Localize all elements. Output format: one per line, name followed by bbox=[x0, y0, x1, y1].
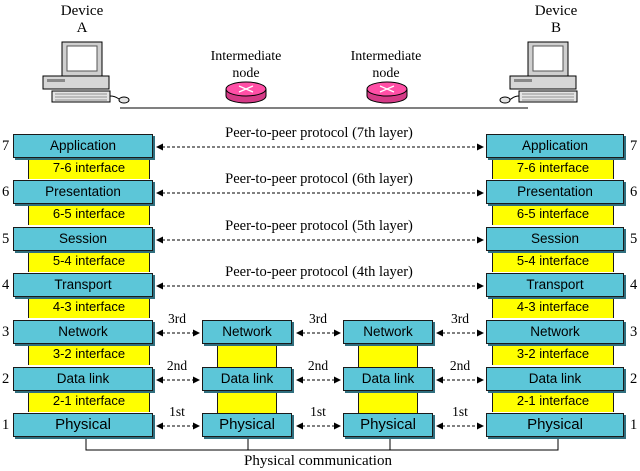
interface-6-5-left: 6-5 interface bbox=[28, 203, 150, 225]
layer-number-6-right: 6 bbox=[630, 184, 638, 200]
interface-7-6-left: 7-6 interface bbox=[28, 157, 150, 179]
layer-session-b: Session bbox=[486, 227, 624, 251]
layer-number-5-right: 5 bbox=[630, 231, 638, 247]
layer-network-a: Network bbox=[13, 320, 153, 344]
hop-label-1-c: 1st bbox=[452, 404, 468, 419]
node-1-network-layer: Network bbox=[202, 320, 292, 344]
layer-presentation-a: Presentation bbox=[13, 180, 153, 204]
layer-application-a: Application bbox=[13, 134, 153, 158]
hop-label-2-c: 2nd bbox=[449, 358, 471, 373]
layer-number-3-left: 3 bbox=[2, 324, 10, 340]
node-2-physical-layer: Physical bbox=[343, 413, 433, 437]
computer-a-icon bbox=[42, 41, 130, 104]
node-1-physical-layer: Physical bbox=[202, 413, 292, 437]
layer-number-4-right: 4 bbox=[630, 277, 638, 293]
node-2-datalink-layer: Data link bbox=[343, 367, 433, 391]
layer-physical-a: Physical bbox=[13, 413, 153, 437]
layer-number-6-left: 6 bbox=[2, 184, 10, 200]
layer-application-b: Application bbox=[486, 134, 624, 158]
interface-2-1-right: 2-1 interface bbox=[492, 390, 614, 412]
peer-protocol-4-label: Peer-to-peer protocol (4th layer) bbox=[225, 264, 413, 280]
interface-3-2-left: 3-2 interface bbox=[28, 343, 150, 365]
peer-protocol-6-label: Peer-to-peer protocol (6th layer) bbox=[225, 171, 413, 187]
interface-4-3-left: 4-3 interface bbox=[28, 296, 150, 318]
node-2-interface-3-2 bbox=[358, 343, 418, 367]
peer-protocol-5-label: Peer-to-peer protocol (5th layer) bbox=[225, 218, 413, 234]
layer-number-7-left: 7 bbox=[2, 138, 10, 154]
hop-label-3-a: 3rd bbox=[168, 311, 186, 326]
layer-session-a: Session bbox=[13, 227, 153, 251]
layer-transport-a: Transport bbox=[13, 273, 153, 297]
interface-3-2-right: 3-2 interface bbox=[492, 343, 614, 365]
layer-presentation-b: Presentation bbox=[486, 180, 624, 204]
interface-7-6-right: 7-6 interface bbox=[492, 157, 614, 179]
hop-label-2-a: 2nd bbox=[166, 358, 188, 373]
interface-5-4-left: 5-4 interface bbox=[28, 250, 150, 272]
hop-label-1-b: 1st bbox=[310, 404, 326, 419]
physical-communication-label: Physical communication bbox=[241, 454, 395, 469]
layer-number-2-right: 2 bbox=[630, 371, 638, 387]
node-1-interface-2-1 bbox=[217, 390, 277, 413]
interface-5-4-right: 5-4 interface bbox=[492, 250, 614, 272]
hop-label-3-c: 3rd bbox=[451, 311, 469, 326]
router-2-icon bbox=[366, 81, 408, 104]
layer-datalink-b: Data link bbox=[486, 367, 624, 391]
interface-2-1-left: 2-1 interface bbox=[28, 390, 150, 412]
router-1-icon bbox=[225, 81, 267, 104]
layer-number-5-left: 5 bbox=[2, 231, 10, 247]
layer-physical-b: Physical bbox=[486, 413, 624, 437]
layer-datalink-a: Data link bbox=[13, 367, 153, 391]
interface-6-5-right: 6-5 interface bbox=[492, 203, 614, 225]
layer-number-3-right: 3 bbox=[630, 324, 638, 340]
node-2-network-layer: Network bbox=[343, 320, 433, 344]
node-1-interface-3-2 bbox=[217, 343, 277, 367]
hop-label-1-a: 1st bbox=[169, 404, 185, 419]
peer-protocol-7-label: Peer-to-peer protocol (7th layer) bbox=[225, 125, 413, 141]
layer-network-b: Network bbox=[486, 320, 624, 344]
interface-4-3-right: 4-3 interface bbox=[492, 296, 614, 318]
layer-number-4-left: 4 bbox=[2, 277, 10, 293]
layer-transport-b: Transport bbox=[486, 273, 624, 297]
hop-label-3-b: 3rd bbox=[309, 311, 327, 326]
physical-link-line bbox=[85, 437, 559, 451]
layer-number-1-left: 1 bbox=[2, 417, 10, 433]
layer-number-7-right: 7 bbox=[630, 138, 638, 154]
node-2-interface-2-1 bbox=[358, 390, 418, 413]
node-1-datalink-layer: Data link bbox=[202, 367, 292, 391]
layer-number-2-left: 2 bbox=[2, 371, 10, 387]
layer-number-1-right: 1 bbox=[630, 417, 638, 433]
hop-label-2-b: 2nd bbox=[307, 358, 329, 373]
computer-b-icon bbox=[499, 41, 578, 104]
